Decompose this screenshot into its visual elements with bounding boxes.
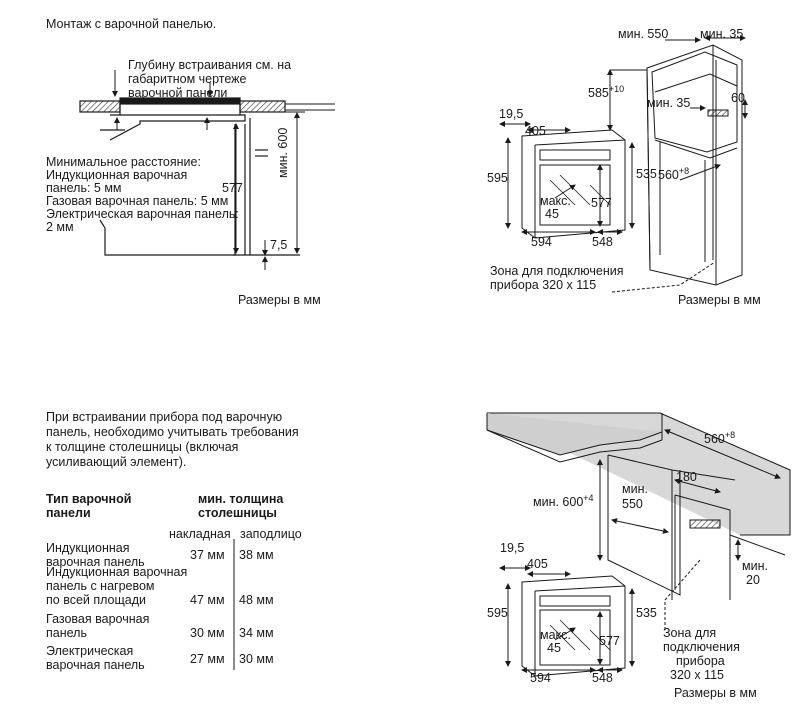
intro-line2: панель, необходимо учитывать требования (46, 425, 299, 439)
dim-405: 405 (525, 124, 546, 138)
dim-577-bottom: 577 (599, 634, 620, 648)
row1-flush: 38 мм (239, 548, 274, 562)
zone-bottom-line4: 320 x 115 (670, 668, 724, 682)
dim-19-5-bottom: 19,5 (500, 541, 525, 555)
row2-overlay: 47 мм (190, 593, 225, 607)
dim-595: 595 (487, 171, 508, 185)
zone-bottom-line3: прибора (676, 654, 725, 668)
depth-note-line2: габаритном чертеже (128, 72, 247, 86)
dim-7-5: 7,5 (270, 238, 288, 252)
row4-name-line1: Электрическая (46, 644, 134, 658)
dim-min600-left: мин. 600 (276, 127, 290, 178)
dim-max45-value: 45 (545, 207, 559, 221)
row2-flush: 48 мм (239, 593, 274, 607)
units-note-top-right: Размеры в мм (678, 293, 761, 307)
dim-577-left: 577 (222, 181, 243, 195)
row3-name-line2: панель (46, 626, 87, 640)
dim-548: 548 (592, 235, 613, 249)
min-distance-line4: Газовая варочная панель: 5 мм (46, 194, 229, 208)
dim-560-bottom: 560+8 (704, 430, 736, 447)
section-title: Монтаж с варочной панелью. (46, 17, 217, 31)
min-distance-line6: 2 мм (46, 220, 74, 234)
col-type-line2: панели (46, 506, 91, 520)
row2-name-line1: Индукционная варочная (46, 565, 188, 579)
dim-19-5: 19,5 (499, 107, 524, 121)
min-distance-line2: Индукционная варочная (46, 168, 188, 182)
row4-overlay: 27 мм (190, 652, 225, 666)
row3-name-line1: Газовая варочная (46, 612, 150, 626)
dim-595-bottom: 595 (487, 606, 508, 620)
min-distance-line3: панель: 5 мм (46, 181, 122, 195)
dim-535-bottom: 535 (636, 606, 657, 620)
dim-405-bottom: 405 (527, 557, 548, 571)
intro-line1: При встраивании прибора под варочную (46, 410, 283, 424)
row1-name-line1: Индукционная (46, 541, 130, 555)
row1-overlay: 37 мм (190, 548, 225, 562)
sub-flush: заподлицо (240, 527, 302, 541)
depth-note-line3: варочной панели (128, 86, 228, 100)
row4-flush: 30 мм (239, 652, 274, 666)
dim-548-bottom: 548 (592, 671, 613, 685)
col-type-line1: Тип варочной (46, 492, 132, 506)
row2-name-line2: панель с нагревом (46, 579, 155, 593)
row1-name-line2: варочная панель (46, 555, 145, 569)
intro-line3: к толщине столешницы (включая (46, 440, 239, 454)
units-note-top-left: Размеры в мм (238, 293, 321, 307)
dim-594-bottom: 594 (530, 671, 551, 685)
under-counter-drawing (486, 412, 791, 677)
row3-overlay: 30 мм (190, 626, 225, 640)
col-min-line2: столешницы (198, 506, 277, 520)
row3-flush: 34 мм (239, 626, 274, 640)
min-distance-line5: Электрическая варочная панель: (46, 207, 239, 221)
dim-max45-label-bottom: макс. (540, 628, 571, 642)
dim-max45-label: макс. (540, 194, 571, 208)
dim-min550-bottom-line1: мин. (622, 482, 648, 496)
tall-cabinet-drawing (499, 35, 748, 293)
depth-note-line1: Глубину встраивания см. на (128, 58, 292, 72)
row4-name-line2: варочная панель (46, 658, 145, 672)
dim-min35: мин. 35 (647, 96, 691, 110)
zone-bottom-line2: подключения (663, 640, 740, 654)
zone-bottom-line1: Зона для (663, 626, 717, 640)
units-note-bottom-right: Размеры в мм (674, 686, 757, 700)
dim-min550-bottom-line2: 550 (622, 497, 643, 511)
hob-section-drawing (79, 70, 335, 270)
dim-min20-line2: 20 (746, 573, 760, 587)
min-distance-line1: Минимальное расстояние: (46, 155, 201, 169)
dim-min20-line1: мин. (742, 559, 768, 573)
row2-name-line3: по всей площади (46, 593, 147, 607)
sub-overlay: накладная (169, 527, 231, 541)
dim-577-right: 577 (591, 196, 612, 210)
dim-min35-top: мин. 35 (700, 27, 744, 41)
intro-line4: усиливающий элемент). (46, 455, 187, 469)
dim-535: 535 (636, 167, 657, 181)
zone-line2: прибора 320 x 115 (490, 278, 597, 292)
dim-585: 585+10 (588, 84, 625, 101)
dim-60: 60 (731, 91, 745, 105)
dim-594: 594 (531, 235, 552, 249)
col-min-line1: мин. толщина (198, 492, 284, 506)
dim-max45-value-bottom: 45 (547, 641, 561, 655)
zone-line1: Зона для подключения (490, 264, 624, 278)
dim-560: 560+8 (658, 166, 690, 183)
dim-min600-bottom: мин. 600+4 (533, 493, 594, 510)
dim-180: 180 (676, 470, 697, 484)
dim-min550: мин. 550 (618, 27, 669, 41)
